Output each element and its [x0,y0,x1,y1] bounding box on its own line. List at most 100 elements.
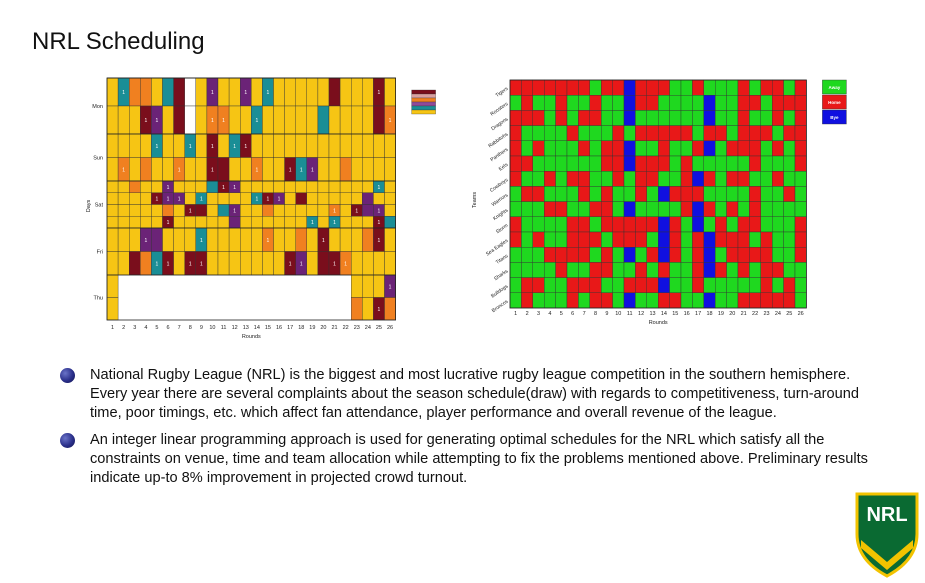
heatmap-cell [589,125,602,141]
heatmap-cell [726,262,739,278]
heatmap-cell [195,105,208,135]
heatmap-cell [612,79,625,96]
heatmap-cell [623,110,636,126]
heatmap-cell [635,155,647,172]
heatmap-cell [578,262,591,278]
heatmap-cell [737,170,750,187]
heatmap-cell [635,292,647,309]
heatmap-cell [217,157,230,182]
heatmap-cell [783,170,796,187]
heatmap-cell [543,79,556,96]
heatmap-cell [184,157,196,182]
round-tick-label: 16 [684,311,690,317]
heatmap-cell [151,216,163,229]
cell-count-label: 1 [267,90,270,96]
heatmap-cell [714,292,727,309]
heatmap-cell [794,292,807,309]
team-tick-label: Knights [492,207,510,222]
heatmap-cell [726,140,739,157]
heatmap-cell [217,77,230,107]
round-tick-label: 4 [144,325,147,331]
heatmap-cell [362,274,374,298]
cell-count-label: 1 [378,90,381,96]
round-tick-label: 8 [189,325,192,331]
heatmap-cell [273,180,285,193]
heatmap-cell [669,277,682,294]
heatmap-cell [589,140,602,157]
heatmap-cell [273,216,285,229]
round-tick-label: 17 [695,311,701,317]
heatmap-cell [306,77,319,107]
heatmap-cell [612,110,625,126]
heatmap-cell [737,201,750,218]
cell-count-label: 1 [289,261,292,267]
heatmap-cell [657,170,670,187]
cell-count-label: 1 [300,167,303,173]
heatmap-cell [317,204,330,217]
heatmap-cell [532,110,545,126]
heatmap-cell [669,292,682,309]
heatmap-cell [509,155,522,172]
heatmap-cell [555,231,568,248]
heatmap-cell [657,110,670,126]
heatmap-cell [251,180,263,193]
heatmap-cell [646,292,659,309]
heatmap-cell [772,155,784,172]
heatmap-cell [760,186,773,202]
heatmap-cell [669,140,682,157]
round-tick-label: 6 [167,325,170,331]
heatmap-cell [600,170,613,187]
heatmap-cell [566,246,579,263]
heatmap-cell [509,262,522,278]
round-tick-label: 13 [243,325,249,331]
heatmap-cell [749,110,761,126]
heatmap-cell [669,110,682,126]
heatmap-cell [555,277,568,294]
heatmap-cell [555,246,568,263]
day-tick-label: Mon [92,104,103,110]
page-title: NRL Scheduling [32,28,205,55]
heatmap-cell [635,201,647,218]
heatmap-cell [783,292,796,309]
cell-count-label: 1 [189,144,192,150]
heatmap-cell [737,110,750,126]
heatmap-cell [351,251,363,276]
heatmap-cell [173,204,185,217]
heatmap-cell [262,251,274,276]
team-tick-label: Dragons [490,116,509,132]
heatmap-cell [543,125,556,141]
heatmap-cell [217,251,230,276]
heatmap-cell [306,180,319,193]
heatmap-cell [129,251,141,276]
heatmap-cell [206,180,219,193]
heatmap-cell [726,110,739,126]
heatmap-cell [726,155,739,172]
heatmap-cell [351,216,363,229]
cell-count-label: 1 [267,238,270,244]
heatmap-cell [703,155,716,172]
legend-entry-label: Bye [830,115,839,120]
heatmap-cell [106,251,119,276]
round-tick-label: 9 [605,311,608,317]
heatmap-cell [578,110,591,126]
heatmap-cell [384,251,396,276]
heatmap-cell [328,227,341,252]
cell-count-label: 1 [122,167,125,173]
heatmap-cell [566,216,579,233]
heatmap-cell [600,292,613,309]
heatmap-cell [532,95,545,111]
heatmap-cell [362,227,374,252]
cell-count-label: 1 [244,90,247,96]
heatmap-cell [669,216,682,233]
cell-count-label: 1 [167,261,170,267]
heatmap-cell [646,186,659,202]
heatmap-cell [760,155,773,172]
cell-count-label: 1 [222,185,225,191]
heatmap-cell [239,216,252,229]
heatmap-cell [737,125,750,141]
round-tick-label: 14 [661,311,667,317]
round-tick-label: 15 [265,325,271,331]
heatmap-cell [317,133,330,158]
heatmap-cell [600,125,613,141]
heatmap-cell [173,77,185,107]
